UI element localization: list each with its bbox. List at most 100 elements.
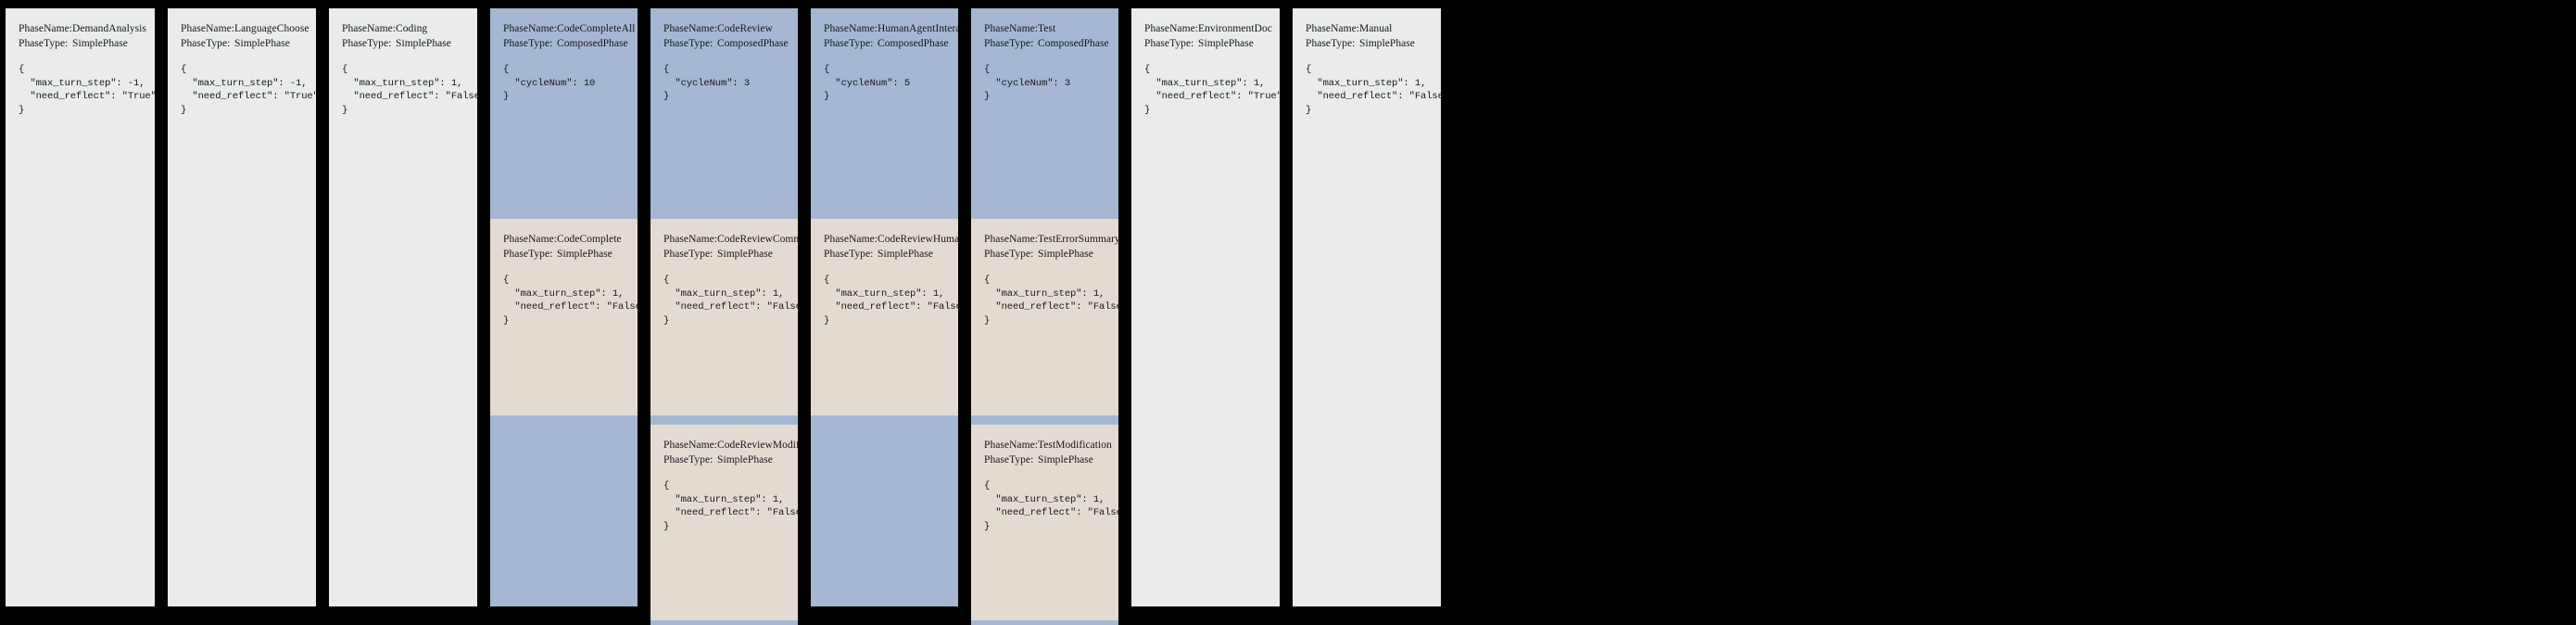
phase-column-coding[interactable]: PhaseName:Coding PhaseType:SimplePhase {… bbox=[322, 0, 484, 615]
composed-phase-header: PhaseName:CodeCompleteAll PhaseType:Comp… bbox=[490, 8, 638, 214]
sub-phase-type-row: PhaseType:SimplePhase bbox=[824, 247, 958, 261]
phase-column-manual[interactable]: PhaseName:Manual PhaseType:SimplePhase {… bbox=[1286, 0, 1446, 615]
phase-type-key: PhaseType: bbox=[984, 38, 1034, 49]
phase-name-key: PhaseName: bbox=[19, 23, 72, 34]
phase-name-value: CodeReviewModification bbox=[717, 440, 798, 451]
phase-type-row: PhaseType: SimplePhase bbox=[342, 36, 477, 51]
phase-column-codereview[interactable]: PhaseName:CodeReview PhaseType:ComposedP… bbox=[644, 0, 804, 625]
phase-type-row: PhaseType:ComposedPhase bbox=[503, 36, 638, 51]
sub-phase-panel-testerrorsummary[interactable]: PhaseName:TestErrorSummary PhaseType:Sim… bbox=[971, 219, 1118, 415]
phase-name-value: HumanAgentInteraction bbox=[878, 23, 958, 34]
phase-config-json: { "max_turn_step": 1, "need_reflect": "F… bbox=[1306, 64, 1441, 116]
simple-phase-panel[interactable]: PhaseName:DemandAnalysis PhaseType:Simpl… bbox=[6, 8, 155, 606]
sub-phase-panel-codereviewmodification[interactable]: PhaseName:CodeReviewModification PhaseTy… bbox=[650, 425, 798, 620]
phase-name-key: PhaseName: bbox=[984, 23, 1038, 34]
sub-phase-type-row: PhaseType: SimplePhase bbox=[503, 247, 638, 261]
sub-phase-name-row: PhaseName:TestErrorSummary bbox=[984, 232, 1118, 247]
sub-phase-name-row: PhaseName:CodeReviewComment bbox=[663, 232, 798, 247]
phase-type-key: PhaseType: bbox=[342, 38, 392, 49]
phase-column-humanagentinteraction[interactable]: PhaseName:HumanAgentInteraction PhaseTyp… bbox=[804, 0, 965, 615]
composed-phase-panel[interactable]: PhaseName:CodeCompleteAll PhaseType:Comp… bbox=[490, 8, 638, 606]
phase-name-value: Manual bbox=[1359, 23, 1393, 34]
phase-config-json: { "cycleNum": 5 } bbox=[824, 64, 911, 102]
phase-type-row: PhaseType:ComposedPhase bbox=[984, 36, 1118, 51]
sub-phase-slot: PhaseName:CodeComplete PhaseType: SimpleP… bbox=[490, 214, 638, 420]
phase-type-row: PhaseType:SimplePhase bbox=[1306, 36, 1441, 51]
sub-phase-panel-codereviewhuman[interactable]: PhaseName:CodeReviewHuman PhaseType:Simp… bbox=[811, 219, 958, 415]
phase-config-json: { "max_turn_step": -1, "need_reflect": "… bbox=[19, 64, 155, 116]
simple-phase-panel[interactable]: PhaseName:Manual PhaseType:SimplePhase {… bbox=[1293, 8, 1441, 606]
phase-name-key: PhaseName: bbox=[1144, 23, 1198, 34]
phase-name-key: PhaseName: bbox=[1306, 23, 1359, 34]
phase-name-value: CodeComplete bbox=[557, 234, 622, 245]
phase-type-row: PhaseType:SimplePhase bbox=[181, 36, 316, 51]
phase-config-json: { "cycleNum": 10 } bbox=[503, 64, 596, 102]
sub-phase-panel-codecomplete[interactable]: PhaseName:CodeComplete PhaseType: SimpleP… bbox=[490, 219, 638, 415]
phase-type-value: SimplePhase bbox=[717, 249, 773, 260]
phase-content: PhaseName:Coding PhaseType:SimplePhase {… bbox=[329, 8, 477, 606]
phase-name-row: PhaseName:Manual bbox=[1306, 21, 1441, 36]
composed-phase-stack: PhaseName:CodeCompleteAll PhaseType:Comp… bbox=[490, 8, 638, 606]
phase-name-value: EnvironmentDoc bbox=[1198, 23, 1272, 34]
phase-type-value: ComposedPhase bbox=[557, 38, 628, 49]
phase-name-value: CodeCompleteAll bbox=[557, 23, 636, 34]
phase-type-row: PhaseType:ComposedPhase bbox=[663, 36, 798, 51]
phase-name-row: PhaseName:CodeReview bbox=[663, 21, 798, 36]
sub-phase-panel-testmodification[interactable]: PhaseName:TestModification PhaseType:Sim… bbox=[971, 425, 1118, 620]
composed-phase-stack: PhaseName:HumanAgentInteraction PhaseTyp… bbox=[811, 8, 958, 606]
phase-name-row: PhaseName:DemandAnalysis bbox=[19, 21, 155, 36]
phase-type-key: PhaseType: bbox=[181, 38, 231, 49]
composed-phase-panel[interactable]: PhaseName:CodeReview PhaseType:ComposedP… bbox=[650, 8, 798, 625]
composed-phase-header: PhaseName:CodeReview PhaseType:ComposedP… bbox=[650, 8, 798, 214]
composed-phase-header: PhaseName:Test PhaseType:ComposedPhase {… bbox=[971, 8, 1118, 214]
simple-phase-panel[interactable]: PhaseName:LanguageChoose PhaseType:Simpl… bbox=[168, 8, 316, 606]
phase-type-value: SimplePhase bbox=[1038, 454, 1093, 466]
sub-phase-name-row: PhaseName:CodeReviewModification bbox=[663, 438, 798, 453]
sub-phase-panel-codereviewcomment[interactable]: PhaseName:CodeReviewComment PhaseType:Si… bbox=[650, 219, 798, 415]
phase-name-key: PhaseName: bbox=[984, 440, 1038, 451]
sub-phase-name-row: PhaseName:TestModification bbox=[984, 438, 1118, 453]
phase-name-value: TestErrorSummary bbox=[1038, 234, 1118, 245]
phase-column-test[interactable]: PhaseName:Test PhaseType:ComposedPhase {… bbox=[965, 0, 1125, 625]
phase-name-row: PhaseName:LanguageChoose bbox=[181, 21, 316, 36]
phase-name-value: CodeReviewHuman bbox=[878, 234, 958, 245]
phase-type-row: PhaseType:SimplePhase bbox=[19, 36, 155, 51]
composed-phase-panel[interactable]: PhaseName:Test PhaseType:ComposedPhase {… bbox=[971, 8, 1118, 625]
phase-type-value: SimplePhase bbox=[72, 38, 128, 49]
phase-type-key: PhaseType: bbox=[1144, 38, 1194, 49]
phase-name-value: TestModification bbox=[1038, 440, 1112, 451]
phase-type-value: SimplePhase bbox=[557, 249, 612, 260]
sub-phase-config-json: { "max_turn_step": 1, "need_reflect": "F… bbox=[503, 274, 638, 326]
composed-phase-header: PhaseName:HumanAgentInteraction PhaseTyp… bbox=[811, 8, 958, 214]
phase-content: PhaseName:Manual PhaseType:SimplePhase {… bbox=[1293, 8, 1441, 606]
sub-phase-type-row: PhaseType:SimplePhase bbox=[663, 453, 798, 467]
phase-name-row: PhaseName:EnvironmentDoc bbox=[1144, 21, 1280, 36]
phase-name-value: DemandAnalysis bbox=[72, 23, 146, 34]
sub-phase-slot: PhaseName:CodeReviewModification PhaseTy… bbox=[650, 420, 798, 625]
simple-phase-panel[interactable]: PhaseName:EnvironmentDoc PhaseType:Simpl… bbox=[1131, 8, 1280, 606]
phase-name-key: PhaseName: bbox=[663, 23, 717, 34]
phase-name-row: PhaseName:HumanAgentInteraction bbox=[824, 21, 958, 36]
phase-name-key: PhaseName: bbox=[824, 234, 878, 245]
phase-column-demandanalysis[interactable]: PhaseName:DemandAnalysis PhaseType:Simpl… bbox=[0, 0, 161, 615]
sub-phase-name-row: PhaseName:CodeComplete bbox=[503, 232, 638, 247]
phase-column-languagechoose[interactable]: PhaseName:LanguageChoose PhaseType:Simpl… bbox=[161, 0, 322, 615]
phase-name-row: PhaseName:CodeCompleteAll bbox=[503, 21, 638, 36]
sub-phase-config-json: { "max_turn_step": 1, "need_reflect": "F… bbox=[984, 274, 1118, 326]
phase-column-codecompleteall[interactable]: PhaseName:CodeCompleteAll PhaseType:Comp… bbox=[484, 0, 644, 615]
composed-phase-stack: PhaseName:CodeReview PhaseType:ComposedP… bbox=[650, 8, 798, 625]
phase-type-value: SimplePhase bbox=[234, 38, 290, 49]
phase-name-key: PhaseName: bbox=[663, 234, 717, 245]
phase-type-key: PhaseType: bbox=[1306, 38, 1356, 49]
simple-phase-panel[interactable]: PhaseName:Coding PhaseType:SimplePhase {… bbox=[329, 8, 477, 606]
phase-name-value: CodeReview bbox=[717, 23, 773, 34]
phase-column-environmentdoc[interactable]: PhaseName:EnvironmentDoc PhaseType:Simpl… bbox=[1125, 0, 1286, 615]
composed-phase-panel[interactable]: PhaseName:HumanAgentInteraction PhaseTyp… bbox=[811, 8, 958, 606]
phase-type-key: PhaseType: bbox=[663, 454, 713, 466]
phase-type-row: PhaseType:ComposedPhase bbox=[824, 36, 958, 51]
phase-type-value: SimplePhase bbox=[396, 38, 451, 49]
phase-name-value: CodeReviewComment bbox=[717, 234, 798, 245]
phase-type-key: PhaseType: bbox=[503, 249, 553, 260]
phase-type-value: SimplePhase bbox=[1038, 249, 1093, 260]
